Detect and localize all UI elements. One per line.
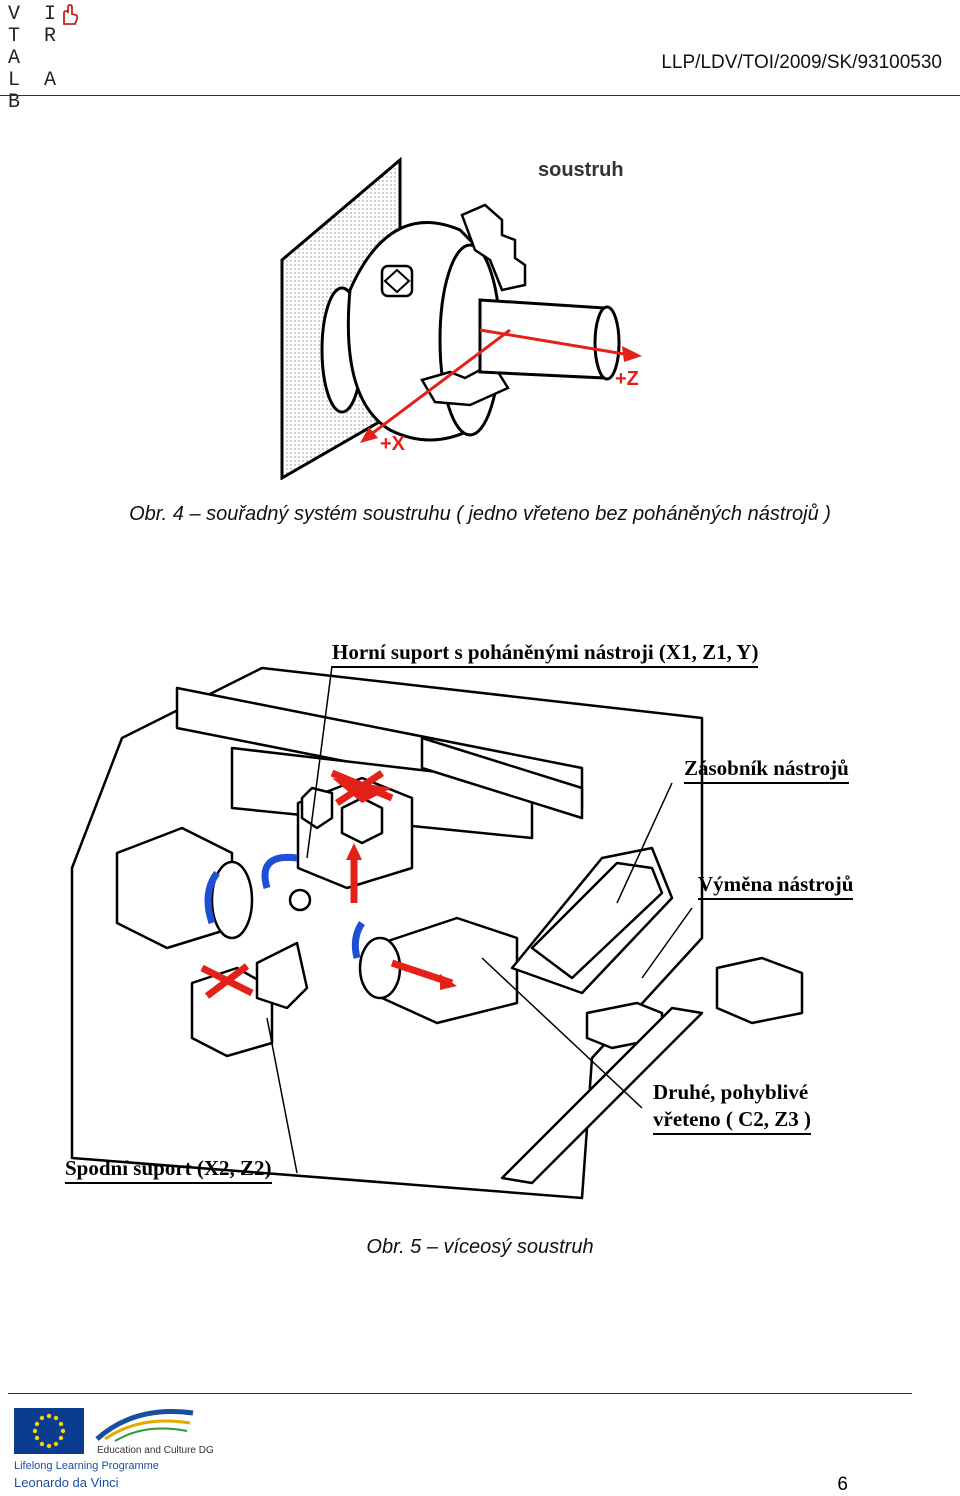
figure-5-caption: Obr. 5 – víceosý soustruh [366, 1236, 594, 1258]
tool-magazine-label: Zásobník nástrojů [684, 756, 849, 784]
z-axis-label: +Z [615, 368, 639, 390]
second-spindle-label-line1: Druhé, pohyblivé [653, 1080, 809, 1104]
z-axis-arrowhead [622, 346, 642, 362]
hand-pointer-icon [63, 4, 79, 25]
lathe-coordinate-figure: soustruh +Z +X [270, 140, 650, 481]
x-axis-arrowhead [360, 427, 378, 443]
second-spindle-label-line2: vřeteno ( C2, Z3 ) [653, 1107, 812, 1135]
header-divider [0, 95, 960, 96]
left-spindle-rotation [204, 870, 220, 925]
page-number: 6 [837, 1474, 848, 1495]
footer-divider [8, 1393, 912, 1394]
bottom-carriage-label: Spodní suport (X2, Z2) [65, 1156, 272, 1184]
x-axis-line [369, 328, 511, 437]
education-culture-swoosh-logo [95, 1408, 194, 1442]
project-code: LLP/LDV/TOI/2009/SK/93100530 [661, 52, 942, 73]
leonardo-text: Leonardo da Vinci [14, 1475, 119, 1490]
x-axis-label: +X [380, 433, 406, 455]
logo-row-1: V I [8, 3, 63, 26]
multiaxis-lathe-drawing [70, 665, 804, 1200]
eu-stars-icon [32, 1413, 66, 1449]
education-culture-text: Education and Culture DG [97, 1445, 214, 1456]
eu-flag-logo [14, 1408, 84, 1454]
red-motion-arrows [200, 769, 457, 999]
top-carriage-label: Horní suport s poháněnými nástroji (X1, … [332, 640, 759, 668]
blue-rotation-arrows [204, 853, 365, 959]
logo-row-2: T R A [8, 25, 63, 70]
vitralab-logo: V I T R A L A B [8, 3, 82, 114]
tool-exchange-label: Výměna nástrojů [698, 872, 854, 900]
multiaxis-lathe-figure: Horní suport s poháněnými nástroji (X1, … [62, 638, 902, 1208]
lifelong-learning-text: Lifelong Learning Programme [14, 1460, 159, 1472]
figure-4-caption: Obr. 4 – souřadný systém soustruhu ( jed… [129, 503, 831, 525]
lathe-label: soustruh [538, 159, 624, 181]
logo-row-3: L A B [8, 69, 63, 114]
lathe-drawing: soustruh +Z +X [280, 156, 642, 481]
tool-rotation [261, 853, 298, 889]
second-spindle-rotation [351, 921, 365, 959]
